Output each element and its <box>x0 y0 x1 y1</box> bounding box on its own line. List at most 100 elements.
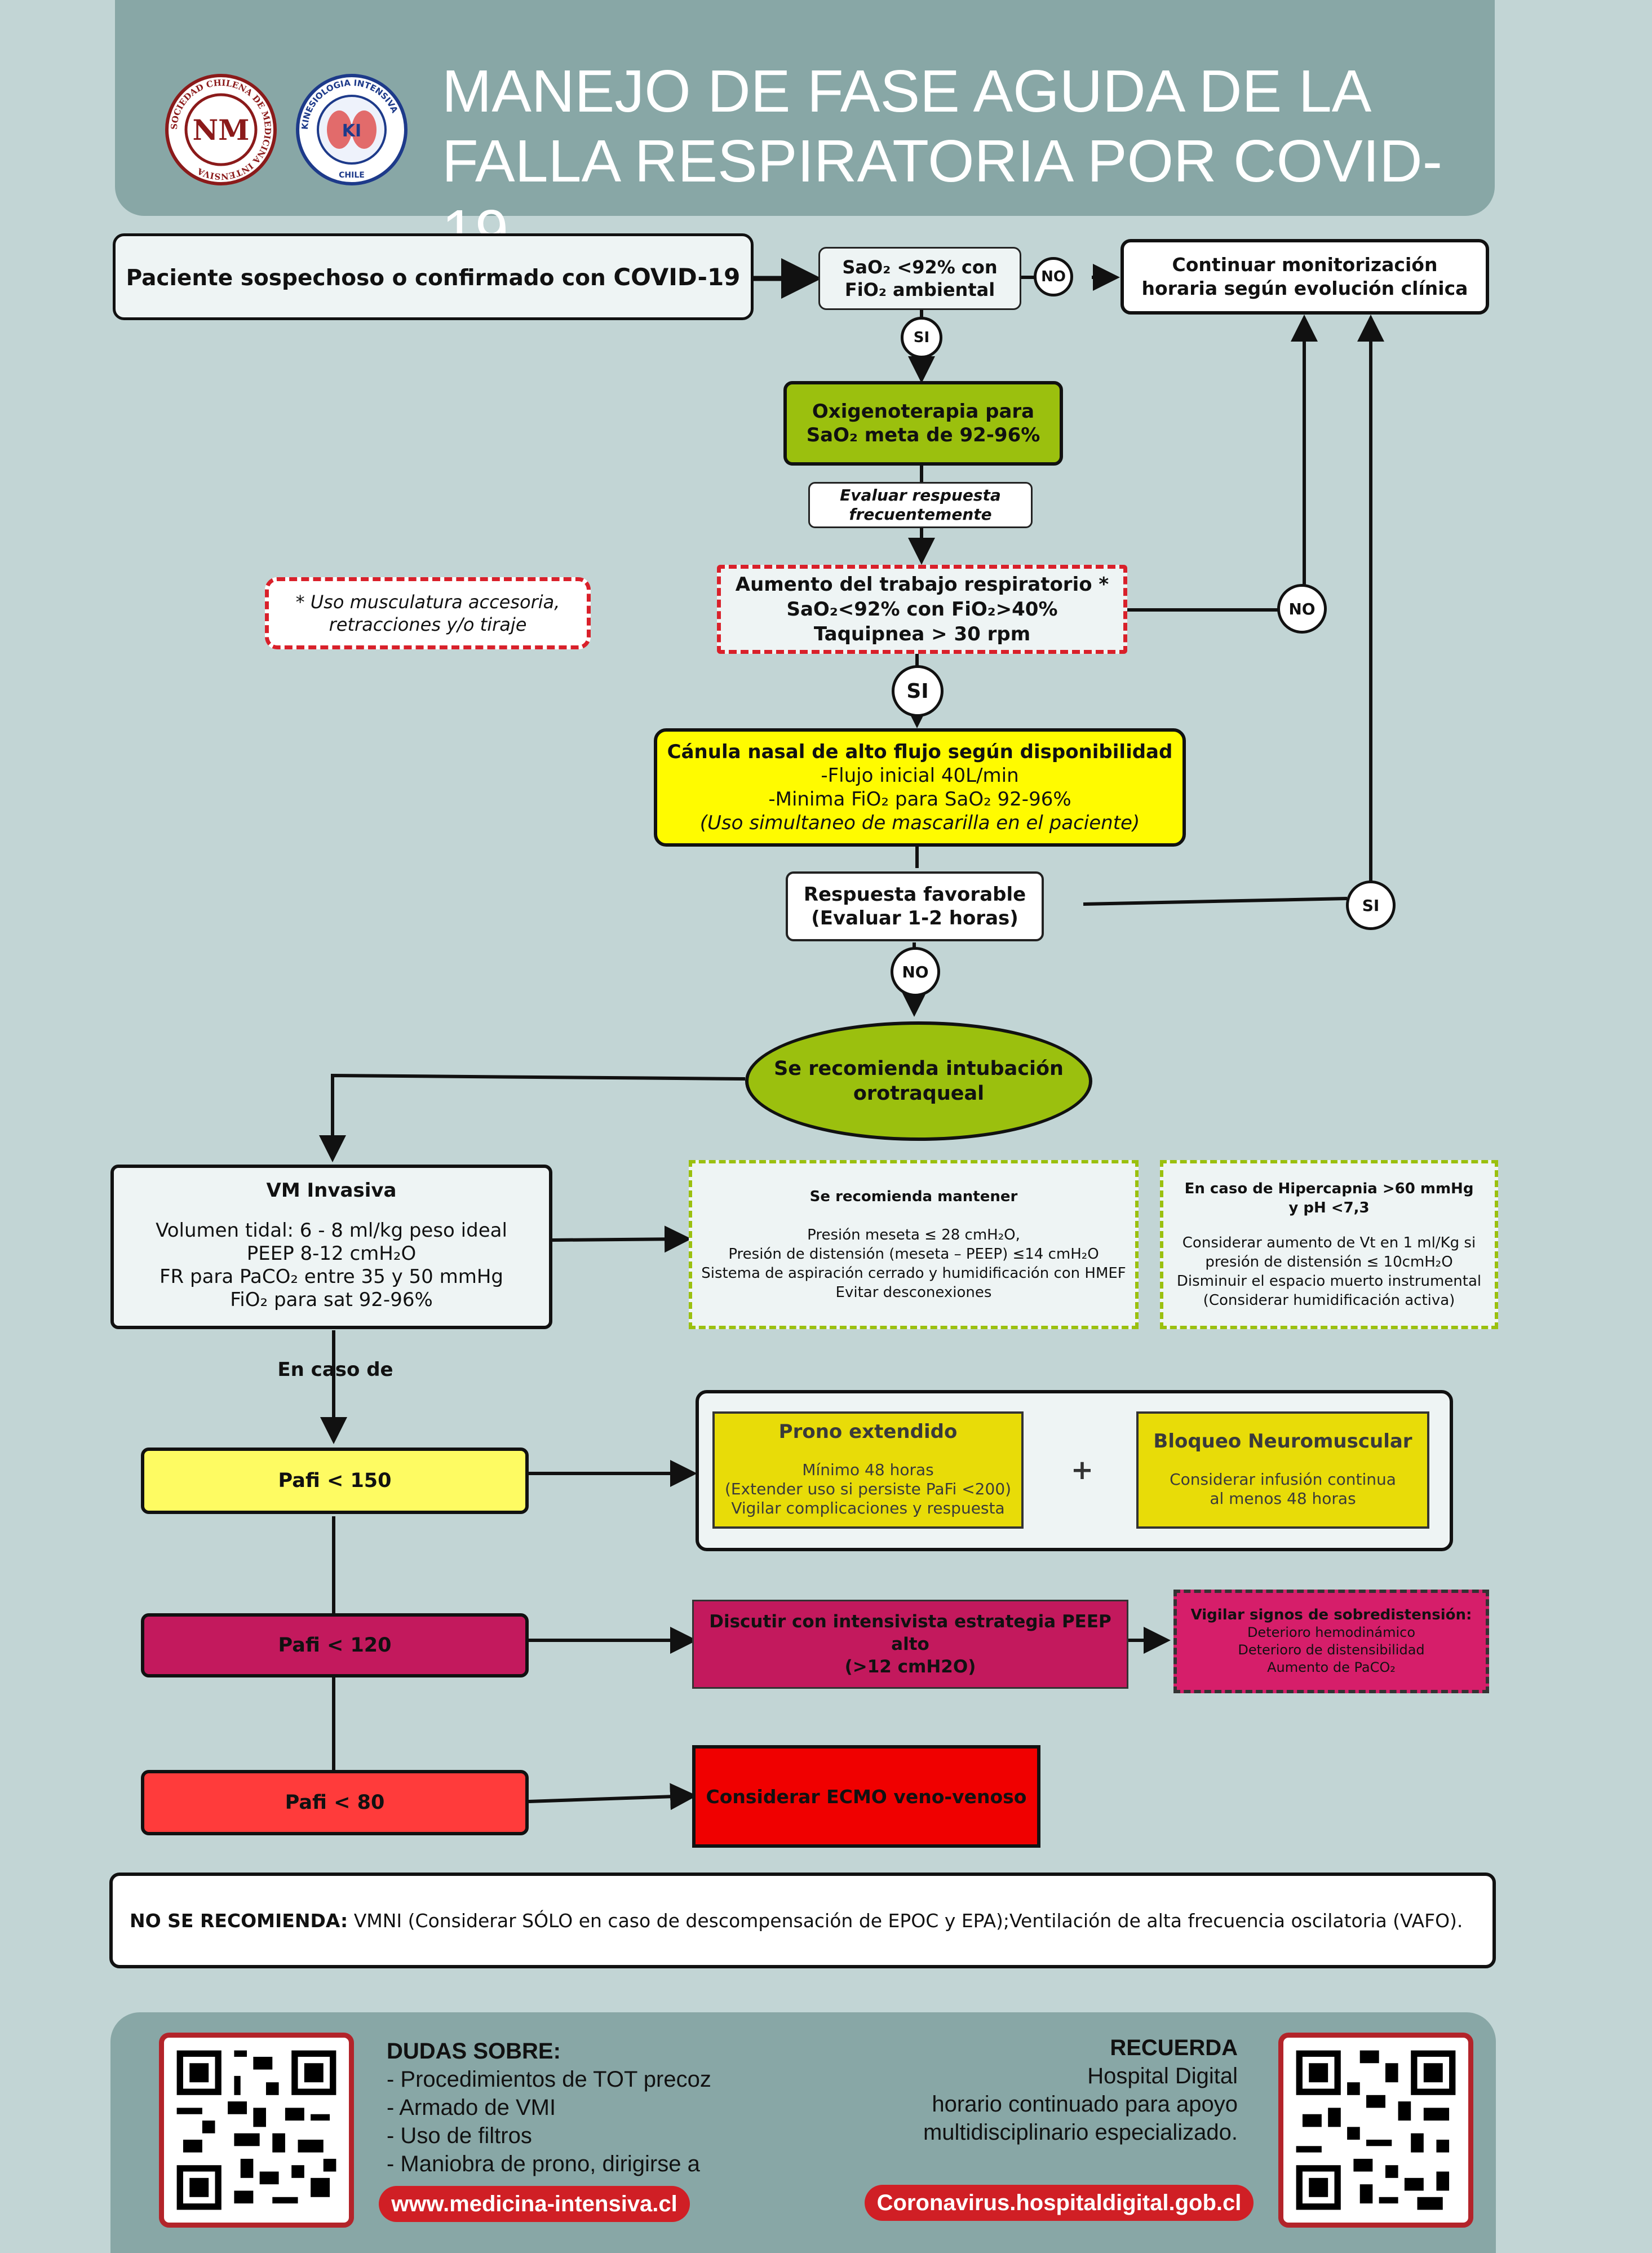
vigilar-line-2: Deterioro de distensibilidad <box>1238 1642 1425 1658</box>
mantener-box: Se recomienda mantener Presión meseta ≤ … <box>689 1160 1139 1329</box>
dudas-item: - Armado de VMI <box>387 2095 556 2120</box>
svg-text:NM: NM <box>192 113 249 147</box>
vigilar-title: Vigilar signos de sobredistensión: <box>1190 1606 1472 1623</box>
prono-box: Prono extendido Mínimo 48 horas (Extende… <box>712 1411 1024 1529</box>
hipercapnia-line-2: presión de distensión ≤ 10cmH₂O <box>1205 1254 1453 1271</box>
evaluar-line-1: Evaluar respuesta <box>840 486 1001 504</box>
mantener-line-2: Presión de distensión (meseta – PEEP) ≤1… <box>728 1246 1099 1263</box>
trabajo-line-1: Aumento del trabajo respiratorio * <box>735 573 1109 596</box>
pafi-80-box: Pafi < 80 <box>141 1770 529 1835</box>
monitor-box: Continuar monitorización horaria según e… <box>1120 239 1489 315</box>
monitor-line-2: horaria según evolución clínica <box>1141 277 1468 299</box>
en-caso-de-label: En caso de <box>277 1358 393 1381</box>
hipercapnia-line-3: Disminuir el espacio muerto instrumental <box>1176 1273 1482 1290</box>
intubacion-line-1: Se recomienda intubación <box>774 1057 1064 1080</box>
vigilar-box: Vigilar signos de sobredistensión: Deter… <box>1173 1590 1489 1693</box>
recuerda-line: multidisciplinario especializado. <box>923 2120 1238 2145</box>
trabajo-respiratorio-box: Aumento del trabajo respiratorio * SaO₂<… <box>717 565 1127 654</box>
vm-title: VM Invasiva <box>266 1179 397 1202</box>
monitor-line-1: Continuar monitorización <box>1172 254 1438 276</box>
label-no-trabajo: NO <box>1277 584 1327 634</box>
hipercapnia-title-1: En caso de Hipercapnia >60 mmHg <box>1184 1180 1474 1197</box>
link-hospital-digital[interactable]: Coronavirus.hospitaldigital.gob.cl <box>865 2185 1254 2221</box>
oxigenoterapia-box: Oxigenoterapia para SaO₂ meta de 92-96% <box>783 381 1063 466</box>
recuerda-block: RECUERDA Hospital Digital horario contin… <box>812 2034 1238 2146</box>
vm-invasiva-box: VM Invasiva Volumen tidal: 6 - 8 ml/kg p… <box>110 1165 552 1329</box>
vm-line-4: FiO₂ para sat 92-96% <box>230 1289 433 1311</box>
pafi-150-label: Pafi < 150 <box>278 1469 392 1492</box>
qr-code-left[interactable] <box>159 2033 354 2228</box>
canula-nasal-box: Cánula nasal de alto flujo según disponi… <box>654 728 1186 847</box>
bloqueo-line-2: al menos 48 horas <box>1210 1489 1356 1508</box>
hipercapnia-box: En caso de Hipercapnia >60 mmHg y pH <7,… <box>1160 1160 1498 1329</box>
label-no-respuesta: NO <box>891 947 940 997</box>
recuerda-line: Hospital Digital <box>1087 2064 1238 2088</box>
peep-line-1: Discutir con intensivista estrategia PEE… <box>709 1612 1111 1654</box>
canula-line-2: -Flujo inicial 40L/min <box>821 764 1019 787</box>
pafi-80-label: Pafi < 80 <box>285 1791 385 1814</box>
hipercapnia-title-2: y pH <7,3 <box>1288 1199 1370 1216</box>
patient-box: Paciente sospechoso o confirmado con COV… <box>113 233 754 320</box>
kinesiologia-logo: KINESIOLOGIA INTENSIVA KI CHILE <box>295 73 408 186</box>
hipercapnia-line-1: Considerar aumento de Vt en 1 ml/Kg si <box>1182 1234 1476 1251</box>
no-recomienda-label: NO SE RECOMIENDA: <box>130 1909 348 1932</box>
vm-line-3: FR para PaCO₂ entre 35 y 50 mmHg <box>160 1265 503 1288</box>
prono-line-1: Mínimo 48 horas <box>802 1460 934 1479</box>
vm-line-2: PEEP 8-12 cmH₂O <box>246 1242 417 1265</box>
no-recomienda-text: VMNI (Considerar SÓLO en caso de descomp… <box>348 1909 1463 1932</box>
dudas-item: - Procedimientos de TOT precoz <box>387 2067 711 2092</box>
sao2-check-box: SaO₂ <92% con FiO₂ ambiental <box>818 247 1021 310</box>
label-si-respuesta: SI <box>1346 880 1396 930</box>
prono-title: Prono extendido <box>778 1420 958 1443</box>
label-si-trabajo: SI <box>892 665 944 717</box>
dudas-item: - Uso de filtros <box>387 2123 532 2148</box>
mantener-title: Se recomienda mantener <box>809 1188 1018 1205</box>
prono-line-3: Vigilar complicaciones y respuesta <box>731 1499 1005 1517</box>
respuesta-line-1: Respuesta favorable <box>803 883 1026 906</box>
canula-line-1: Cánula nasal de alto flujo según disponi… <box>667 741 1173 763</box>
sao2-line-1: SaO₂ <92% con <box>842 256 998 278</box>
canula-line-4: (Uso simultaneo de mascarilla en el paci… <box>699 812 1140 834</box>
nota-line-1: * Uso musculatura accesoria, <box>295 591 560 613</box>
page-title: MANEJO DE FASE AGUDA DE LA FALLA RESPIRA… <box>442 56 1490 266</box>
recuerda-line: horario continuado para apoyo <box>932 2092 1238 2117</box>
label-no-sao2: NO <box>1034 257 1073 296</box>
sochimi-logo: SOCIEDAD CHILENA DE MEDICINA INTENSIVA N… <box>165 73 277 186</box>
patient-covid: COVID-19 <box>613 263 741 291</box>
sao2-line-2: FiO₂ ambiental <box>844 279 995 300</box>
svg-text:KI: KI <box>342 121 361 141</box>
musculatura-note: * Uso musculatura accesoria, retraccione… <box>265 577 591 649</box>
mantener-line-1: Presión meseta ≤ 28 cmH₂O, <box>807 1227 1020 1243</box>
no-recomienda-box: NO SE RECOMIENDA: VMNI (Considerar SÓLO … <box>109 1873 1496 1968</box>
ecmo-box: Considerar ECMO veno-venoso <box>692 1745 1040 1848</box>
trabajo-line-3: Taquipnea > 30 rpm <box>813 623 1031 645</box>
peep-alto-box: Discutir con intensivista estrategia PEE… <box>692 1600 1128 1689</box>
canula-line-3: -Minima FiO₂ para SaO₂ 92-96% <box>768 788 1071 811</box>
hipercapnia-line-4: (Considerar humidificación activa) <box>1203 1292 1455 1309</box>
pafi-120-box: Pafi < 120 <box>141 1613 529 1677</box>
ecmo-label: Considerar ECMO veno-venoso <box>706 1786 1027 1808</box>
oxigeno-line-2: SaO₂ meta de 92-96% <box>806 424 1040 446</box>
title-line-2: FALLA RESPIRATORIA POR COVID-19 <box>442 128 1443 264</box>
svg-text:CHILE: CHILE <box>339 171 365 180</box>
evaluar-box: Evaluar respuesta frecuentemente <box>808 482 1033 528</box>
prono-line-2: (Extender uso si persiste PaFi <200) <box>724 1480 1012 1498</box>
respuesta-box: Respuesta favorable (Evaluar 1-2 horas) <box>786 871 1044 941</box>
bloqueo-line-1: Considerar infusión continua <box>1170 1470 1396 1489</box>
oxigeno-line-1: Oxigenoterapia para <box>812 400 1035 423</box>
plus-sign: + <box>1070 1454 1094 1486</box>
intubacion-ellipse: Se recomienda intubación orotraqueal <box>745 1021 1092 1141</box>
link-medicina-intensiva[interactable]: www.medicina-intensiva.cl <box>379 2186 690 2222</box>
qr-code-right[interactable] <box>1278 2033 1473 2228</box>
bloqueo-title: Bloqueo Neuromuscular <box>1153 1430 1412 1453</box>
peep-line-2: (>12 cmH2O) <box>844 1657 976 1677</box>
pafi-150-box: Pafi < 150 <box>141 1448 529 1514</box>
vigilar-line-3: Aumento de PaCO₂ <box>1267 1659 1396 1675</box>
vigilar-line-1: Deterioro hemodinámico <box>1247 1625 1416 1640</box>
trabajo-line-2: SaO₂<92% con FiO₂>40% <box>786 598 1058 621</box>
title-line-1: MANEJO DE FASE AGUDA DE LA <box>442 58 1372 125</box>
dudas-block: DUDAS SOBRE: - Procedimientos de TOT pre… <box>387 2037 815 2178</box>
patient-text: Paciente sospechoso o confirmado con <box>126 265 614 291</box>
label-si-sao2: SI <box>901 317 942 358</box>
bloqueo-box: Bloqueo Neuromuscular Considerar infusió… <box>1136 1411 1429 1529</box>
